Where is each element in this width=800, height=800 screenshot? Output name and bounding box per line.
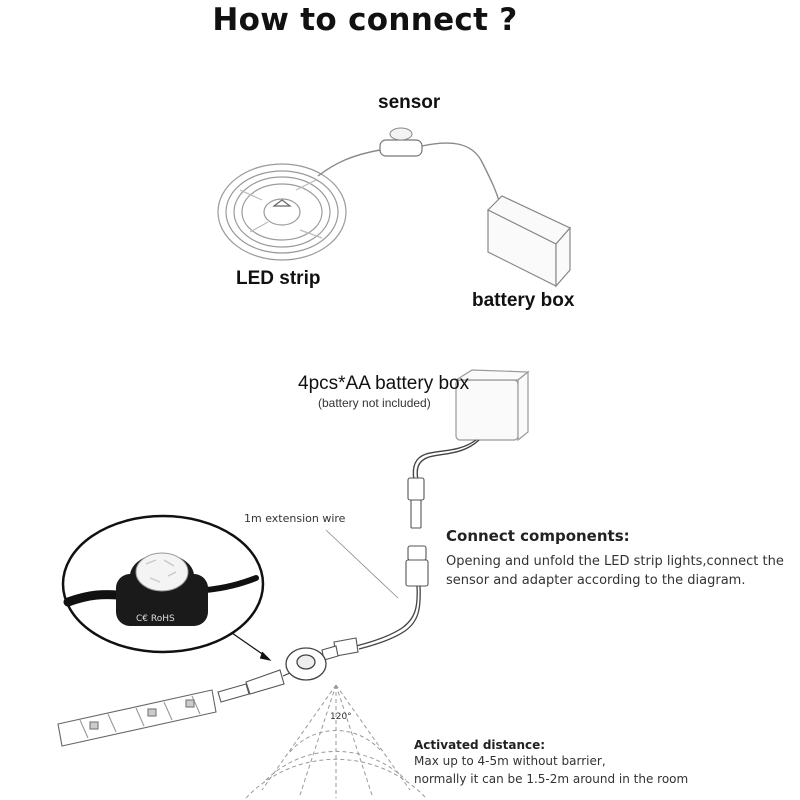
top-sensor-illustration	[379, 127, 423, 157]
sensor-puck-illustration	[285, 647, 327, 681]
sensor-input-plug	[321, 637, 359, 661]
activated-distance-heading: Activated distance:	[414, 738, 546, 752]
battery-box-title: 4pcs*AA battery box	[298, 373, 470, 394]
strip-connector-plug	[217, 669, 291, 703]
top-battery-box-illustration	[486, 195, 571, 288]
connect-components-line: Opening and unfold the LED strip lights,…	[446, 554, 784, 569]
activated-distance-block: Activated distance: Max up to 4-5m witho…	[414, 738, 774, 788]
led-strip-label: LED strip	[236, 268, 321, 289]
connect-components-line: sensor and adapter according to the diag…	[446, 573, 746, 588]
connect-components-heading: Connect components:	[446, 527, 630, 545]
battery-box-illustration	[453, 369, 530, 442]
battery-box-label: battery box	[472, 290, 575, 311]
sensor-label: sensor	[378, 92, 441, 113]
detection-zone-sector	[245, 684, 427, 799]
connect-components-block: Connect components: Opening and unfold t…	[446, 527, 786, 590]
extension-wire-label: 1m extension wire	[244, 512, 346, 525]
activated-distance-line: normally it can be 1.5-2m around in the …	[414, 772, 689, 786]
battery-box-note: (battery not included)	[318, 396, 431, 410]
led-strip-segment	[57, 689, 217, 747]
zoom-callout	[61, 514, 272, 661]
led-strip-reel-illustration	[217, 163, 347, 261]
page-title: How to connect ?	[212, 2, 518, 38]
sensor-marking: C€ RoHS	[136, 614, 175, 624]
battery-lead-wire	[412, 439, 480, 481]
extension-wire	[325, 529, 421, 650]
top-wire	[317, 142, 501, 205]
dc-female-socket	[405, 545, 429, 587]
dc-male-plug	[407, 477, 425, 529]
activated-distance-line: Max up to 4-5m without barrier,	[414, 754, 606, 768]
angle-label: 120°	[330, 712, 352, 722]
